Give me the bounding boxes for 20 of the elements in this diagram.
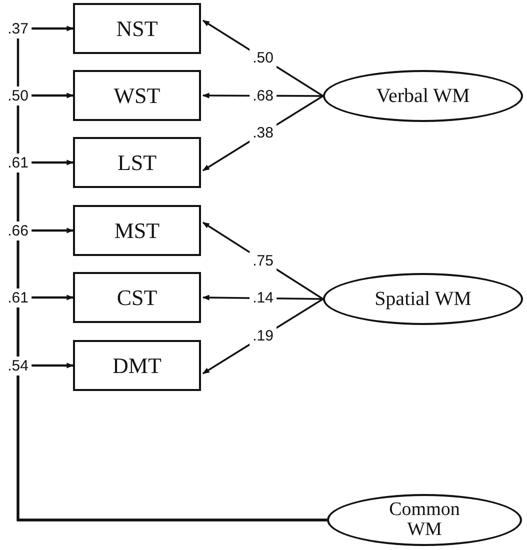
- observed-box: [73, 137, 201, 188]
- arrow: [16, 362, 327, 522]
- edge-label: .38: [250, 124, 276, 143]
- edge-label: .19: [250, 326, 276, 346]
- observed-box: [73, 205, 201, 256]
- observed-box: [73, 340, 201, 391]
- observed-box: [73, 3, 201, 54]
- node-label: Common WM: [388, 500, 461, 540]
- node-label: LST: [117, 150, 157, 176]
- node-label: NST: [116, 16, 158, 42]
- edge-label: .50: [250, 48, 276, 68]
- node-label: DMT: [112, 352, 162, 378]
- node-label: CST: [116, 284, 158, 310]
- node-label: MST: [114, 218, 160, 244]
- node-label: WST: [114, 82, 160, 108]
- edge-label: .75: [250, 251, 276, 270]
- node-label: Spatial WM: [374, 288, 472, 310]
- observed-box: [73, 272, 201, 323]
- observed-box: [73, 70, 201, 121]
- node-label: Verbal WM: [376, 86, 470, 106]
